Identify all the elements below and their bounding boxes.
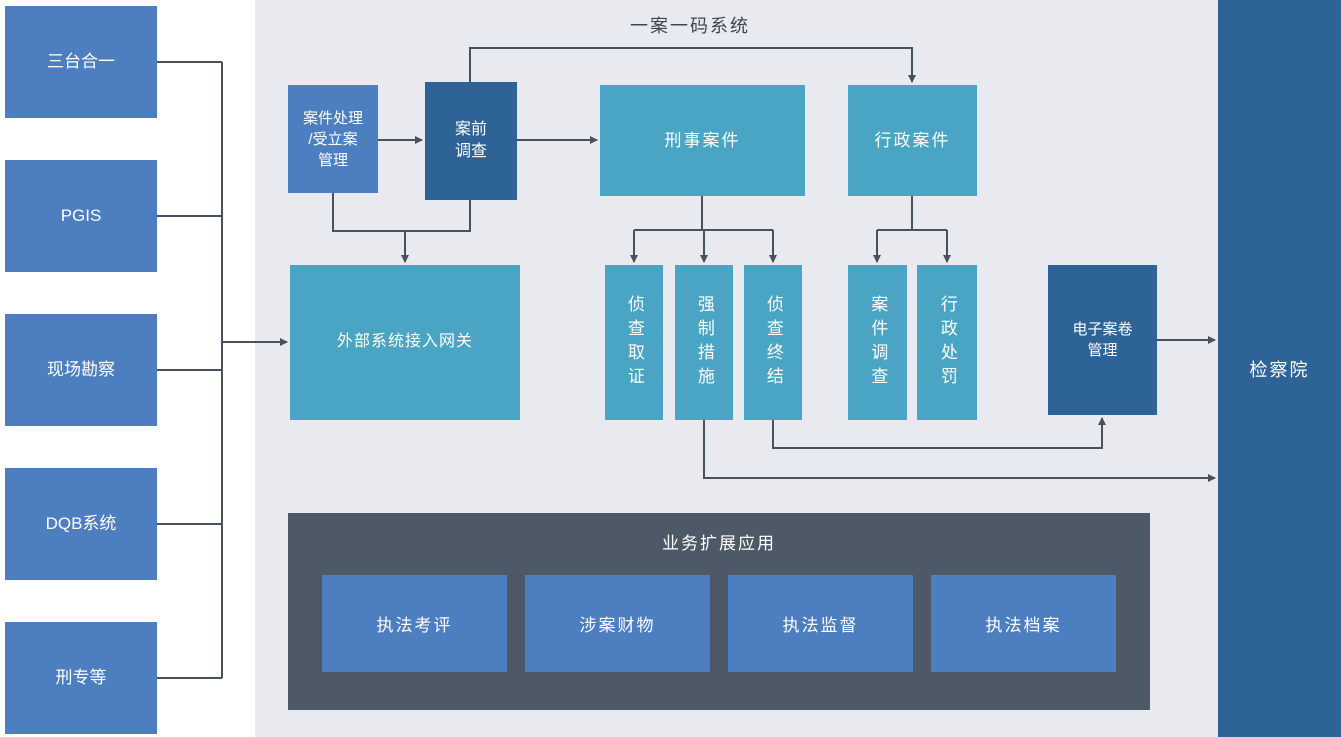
extension-items-row: 执法考评 涉案财物 执法监督 执法档案 [288,575,1150,672]
node-investigation-conclusion: 侦查终结 [744,265,802,420]
node-criminal-case: 刑事案件 [600,85,805,196]
extension-panel: 业务扩展应用 执法考评 涉案财物 执法监督 执法档案 [288,513,1150,710]
procuratorate-column: 检察院 [1218,0,1341,737]
node-case-investigation: 案件调查 [848,265,907,420]
extension-item-kaoping: 执法考评 [322,575,507,672]
left-system-pgis: PGIS [5,160,157,272]
diagram-title: 一案一码系统 [630,16,750,36]
left-system-scene: 现场勘察 [5,314,157,426]
procuratorate-label: 检察院 [1249,359,1310,380]
node-pre-investigation: 案前 调查 [425,82,517,200]
extension-panel-title: 业务扩展应用 [662,534,776,553]
node-administrative-case: 行政案件 [848,85,977,196]
extension-item-jiandu: 执法监督 [728,575,913,672]
extension-item-caiwu: 涉案财物 [525,575,710,672]
extension-item-dangan: 执法档案 [931,575,1116,672]
node-external-gateway: 外部系统接入网关 [290,265,520,420]
left-system-xingzhuan: 刑专等 [5,622,157,734]
node-compulsory-measures: 强制措施 [675,265,733,420]
node-administrative-penalty: 行政处罚 [917,265,977,420]
node-case-handling: 案件处理 /受立案 管理 [288,85,378,193]
node-electronic-case-file: 电子案卷 管理 [1048,265,1157,415]
node-investigation-evidence: 侦查取证 [605,265,663,420]
left-system-santai: 三台合一 [5,6,157,118]
left-system-dqb: DQB系统 [5,468,157,580]
